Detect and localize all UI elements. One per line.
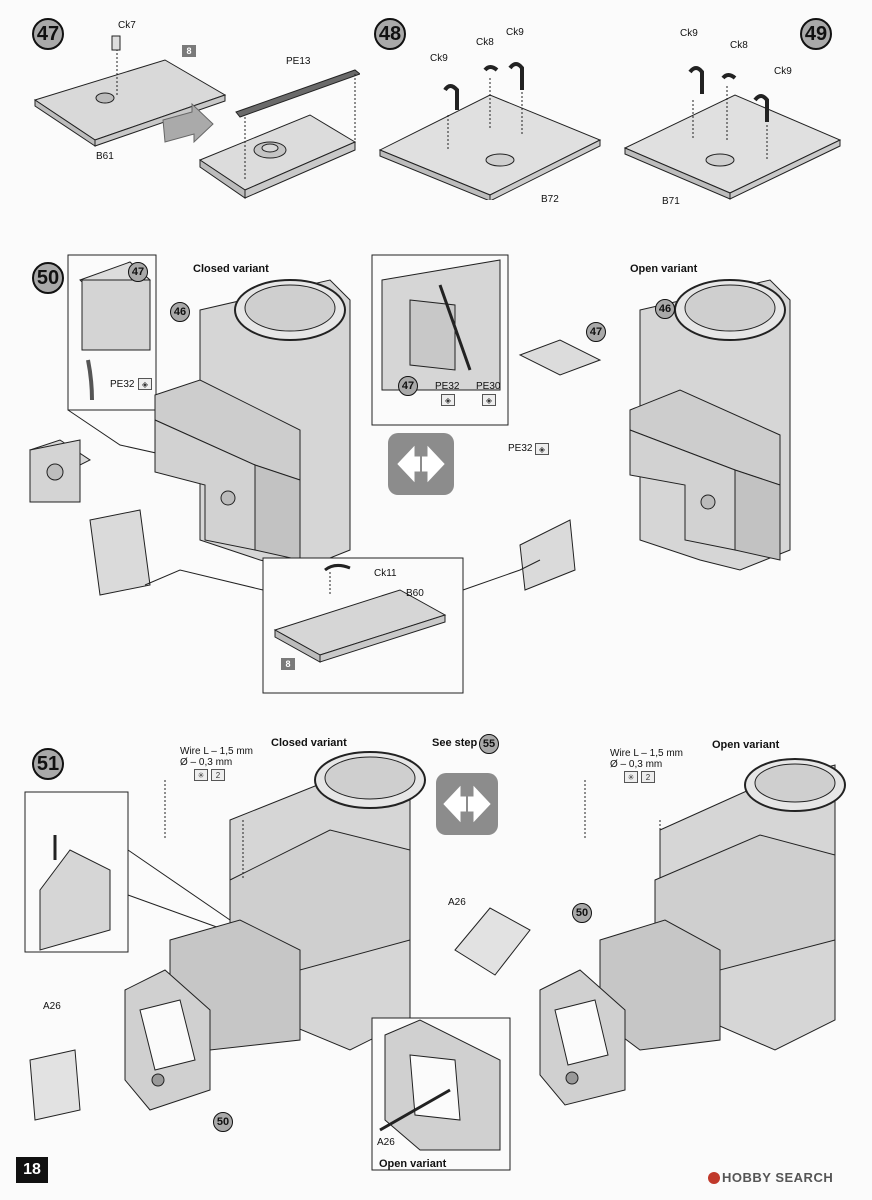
part-a26-label: A26 (377, 1137, 395, 1148)
inset-open-variant-label: Open variant (379, 1158, 447, 1170)
part-ck8-label: Ck8 (730, 40, 748, 51)
page-number: 18 (16, 1157, 48, 1183)
quantity-icon: 2 (641, 771, 655, 783)
wire-diameter-label: Ø – 0,3 mm (180, 757, 233, 768)
wire-length-label: Wire L – 1,5 mm (610, 748, 683, 759)
drill-icon: ✳ (624, 771, 638, 783)
part-ck9-label: Ck9 (430, 53, 448, 64)
ref-step-50-badge: 50 (213, 1112, 233, 1132)
part-a26-label: A26 (448, 897, 466, 908)
part-b61-label: B61 (96, 151, 114, 162)
step-51-drawing (24, 751, 846, 1171)
ref-step-47-badge: 47 (586, 322, 606, 342)
variant-switch-icon (436, 773, 498, 835)
paint-ref-chip: 8 (182, 45, 196, 57)
variant-switch-icon (388, 433, 454, 495)
part-ck9-label: Ck9 (774, 66, 792, 77)
closed-variant-heading: Closed variant (271, 737, 347, 749)
part-pe32-label: PE32 (110, 379, 135, 390)
part-pe32-label: PE32 (435, 381, 460, 392)
step-50-drawing (28, 254, 791, 694)
ref-step-46-badge: 46 (655, 299, 675, 319)
part-b72-label: B72 (541, 194, 559, 205)
ref-step-50-badge: 50 (572, 903, 592, 923)
watermark-text: HOBBY SEARCH (722, 1170, 834, 1185)
part-ck9-label: Ck9 (680, 28, 698, 39)
photo-etch-icon: ◈ (535, 443, 549, 455)
part-pe13-label: PE13 (286, 56, 311, 67)
ref-step-47-badge: 47 (398, 376, 418, 396)
ref-step-46-badge: 46 (170, 302, 190, 322)
photo-etch-icon: ◈ (441, 394, 455, 406)
step-48-drawing (378, 62, 602, 200)
hobby-search-logo-icon (708, 1172, 720, 1184)
closed-variant-heading: Closed variant (193, 263, 269, 275)
photo-etch-icon: ◈ (138, 378, 152, 390)
photo-etch-icon: ◈ (482, 394, 496, 406)
step-47-drawing (33, 35, 360, 199)
part-a26-label: A26 (43, 1001, 61, 1012)
part-ck9-label: Ck9 (506, 27, 524, 38)
drill-icon: ✳ (194, 769, 208, 781)
step-48-badge: 48 (374, 18, 406, 50)
part-pe30-label: PE30 (476, 381, 501, 392)
ref-step-55-badge: 55 (479, 734, 499, 754)
step-51-badge: 51 (32, 748, 64, 780)
part-ck8-label: Ck8 (476, 37, 494, 48)
open-variant-heading: Open variant (630, 263, 698, 275)
part-ck7-label: Ck7 (118, 20, 136, 31)
see-step-label: See step (432, 737, 478, 749)
wire-diameter-label: Ø – 0,3 mm (610, 759, 663, 770)
wire-length-label: Wire L – 1,5 mm (180, 746, 253, 757)
step-50-badge: 50 (32, 262, 64, 294)
quantity-icon: 2 (211, 769, 225, 781)
open-variant-heading: Open variant (712, 739, 780, 751)
part-pe32-label: PE32 (508, 443, 533, 454)
step-49-badge: 49 (800, 18, 832, 50)
ref-step-47-badge: 47 (128, 262, 148, 282)
part-b71-label: B71 (662, 196, 680, 207)
part-ck11-label: Ck11 (374, 568, 397, 579)
paint-ref-chip: 8 (281, 658, 295, 670)
part-b60-label: B60 (406, 588, 424, 599)
step-49-drawing (623, 66, 842, 200)
step-47-badge: 47 (32, 18, 64, 50)
